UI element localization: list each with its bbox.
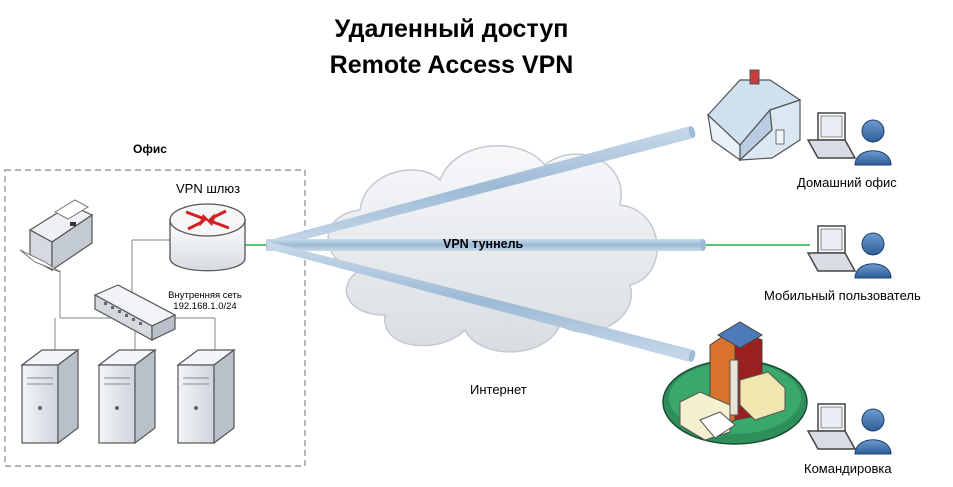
laptop-mobile-icon[interactable] <box>806 225 857 272</box>
lan-wiring <box>54 239 216 350</box>
person-trip-icon <box>854 408 892 455</box>
tunnel-mobile <box>266 239 703 251</box>
server-2-icon[interactable] <box>97 348 157 445</box>
house-icon[interactable] <box>707 69 802 162</box>
office-boundary <box>4 169 306 467</box>
laptop-trip-icon[interactable] <box>806 403 857 450</box>
title-line-2: Remote Access VPN <box>329 51 574 79</box>
tunnel-trip <box>266 241 694 362</box>
switch-icon[interactable] <box>93 284 177 342</box>
tunnel-label: VPN туннель <box>443 237 524 251</box>
tunnel-home <box>266 126 694 249</box>
mobile-user-label: Мобильный пользователь <box>764 288 921 303</box>
person-mobile-icon <box>854 232 892 279</box>
lan-label-name: Внутренняя сеть <box>168 290 242 301</box>
lan-label: Внутренняя сеть 192.168.1.0/24 <box>150 290 260 312</box>
printer-icon[interactable] <box>19 199 94 273</box>
person-home-icon <box>854 119 892 166</box>
title-line-1: Удаленный доступ <box>334 15 569 43</box>
city-icon[interactable] <box>662 321 808 445</box>
server-3-icon[interactable] <box>176 348 236 445</box>
office-label: Офис <box>133 142 167 156</box>
router-icon[interactable] <box>169 203 246 272</box>
gateway-label: VPN шлюз <box>176 181 241 196</box>
business-trip-label: Командировка <box>804 461 892 476</box>
internet-label: Интернет <box>470 382 527 397</box>
home-office-label: Домашний офис <box>797 175 897 190</box>
vpn-tunnels <box>266 126 706 362</box>
laptop-home-icon[interactable] <box>806 112 857 159</box>
lan-label-subnet: 192.168.1.0/24 <box>173 301 237 312</box>
server-1-icon[interactable] <box>20 348 80 445</box>
